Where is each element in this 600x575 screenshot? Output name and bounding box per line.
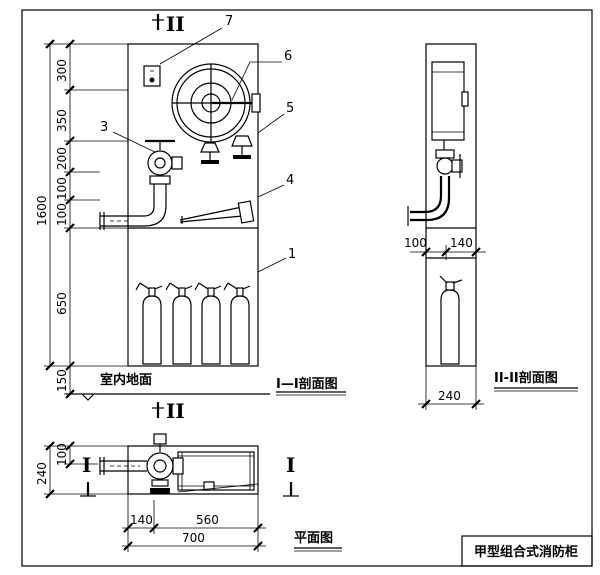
dim-200: 200: [55, 147, 69, 170]
dim-1600: 1600: [35, 195, 49, 226]
side-dim-240: 240: [438, 389, 461, 403]
plan-view-title: 平面图: [294, 531, 333, 546]
dim-300: 300: [55, 59, 69, 82]
plan-dim-100: 100: [55, 443, 69, 466]
section-mark-I-right: I: [286, 453, 295, 477]
floor-label: 室内地面: [100, 372, 152, 388]
plan-dim-700: 700: [182, 531, 205, 545]
alarm-box-7: [143, 65, 161, 87]
callout-4: 4: [286, 173, 294, 188]
plan-view: I I II 240 100 140 560 700: [35, 399, 342, 552]
extinguishers: [135, 282, 251, 365]
callout-5: 5: [286, 101, 294, 116]
side-view-title: II-II剖面图: [494, 370, 558, 386]
dim-650: 650: [55, 292, 69, 315]
side-view: 100 140 240 II-II剖面图: [404, 43, 578, 410]
hose-reel: [171, 63, 261, 143]
callout-1: 1: [288, 247, 296, 262]
nozzles: [200, 135, 253, 164]
plan-dim-240: 240: [35, 462, 49, 485]
dim-150: 150: [55, 369, 69, 392]
title-block-text: 甲型组合式消防柜: [474, 544, 578, 560]
item-4-bracket: [179, 200, 255, 224]
plan-dim-560: 560: [196, 513, 219, 527]
plan-outline: [127, 445, 259, 495]
fire-valve: [99, 139, 183, 230]
side-dim-100: 100: [404, 236, 427, 250]
dim-100-b: 100: [55, 203, 69, 226]
section-mark-I-left: I: [82, 453, 91, 477]
callout-6: 6: [284, 49, 292, 64]
plan-dim-140: 140: [130, 513, 153, 527]
section-mark-top: II: [166, 12, 185, 36]
cabinet-outline: [127, 43, 259, 367]
front-view: 7 6 5 3 4 1 II 300 350 200 100 100: [35, 12, 346, 401]
dim-350: 350: [55, 109, 69, 132]
drawing-frame: [21, 9, 593, 567]
title-block: [461, 535, 593, 567]
side-dim-140: 140: [450, 236, 473, 250]
front-view-title: I—I剖面图: [276, 376, 338, 392]
dim-100-a: 100: [55, 177, 69, 200]
callout-3: 3: [100, 120, 108, 135]
callout-7: 7: [225, 14, 233, 29]
side-cabinet-outline: [425, 43, 477, 367]
section-mark-lower: II: [166, 399, 185, 423]
